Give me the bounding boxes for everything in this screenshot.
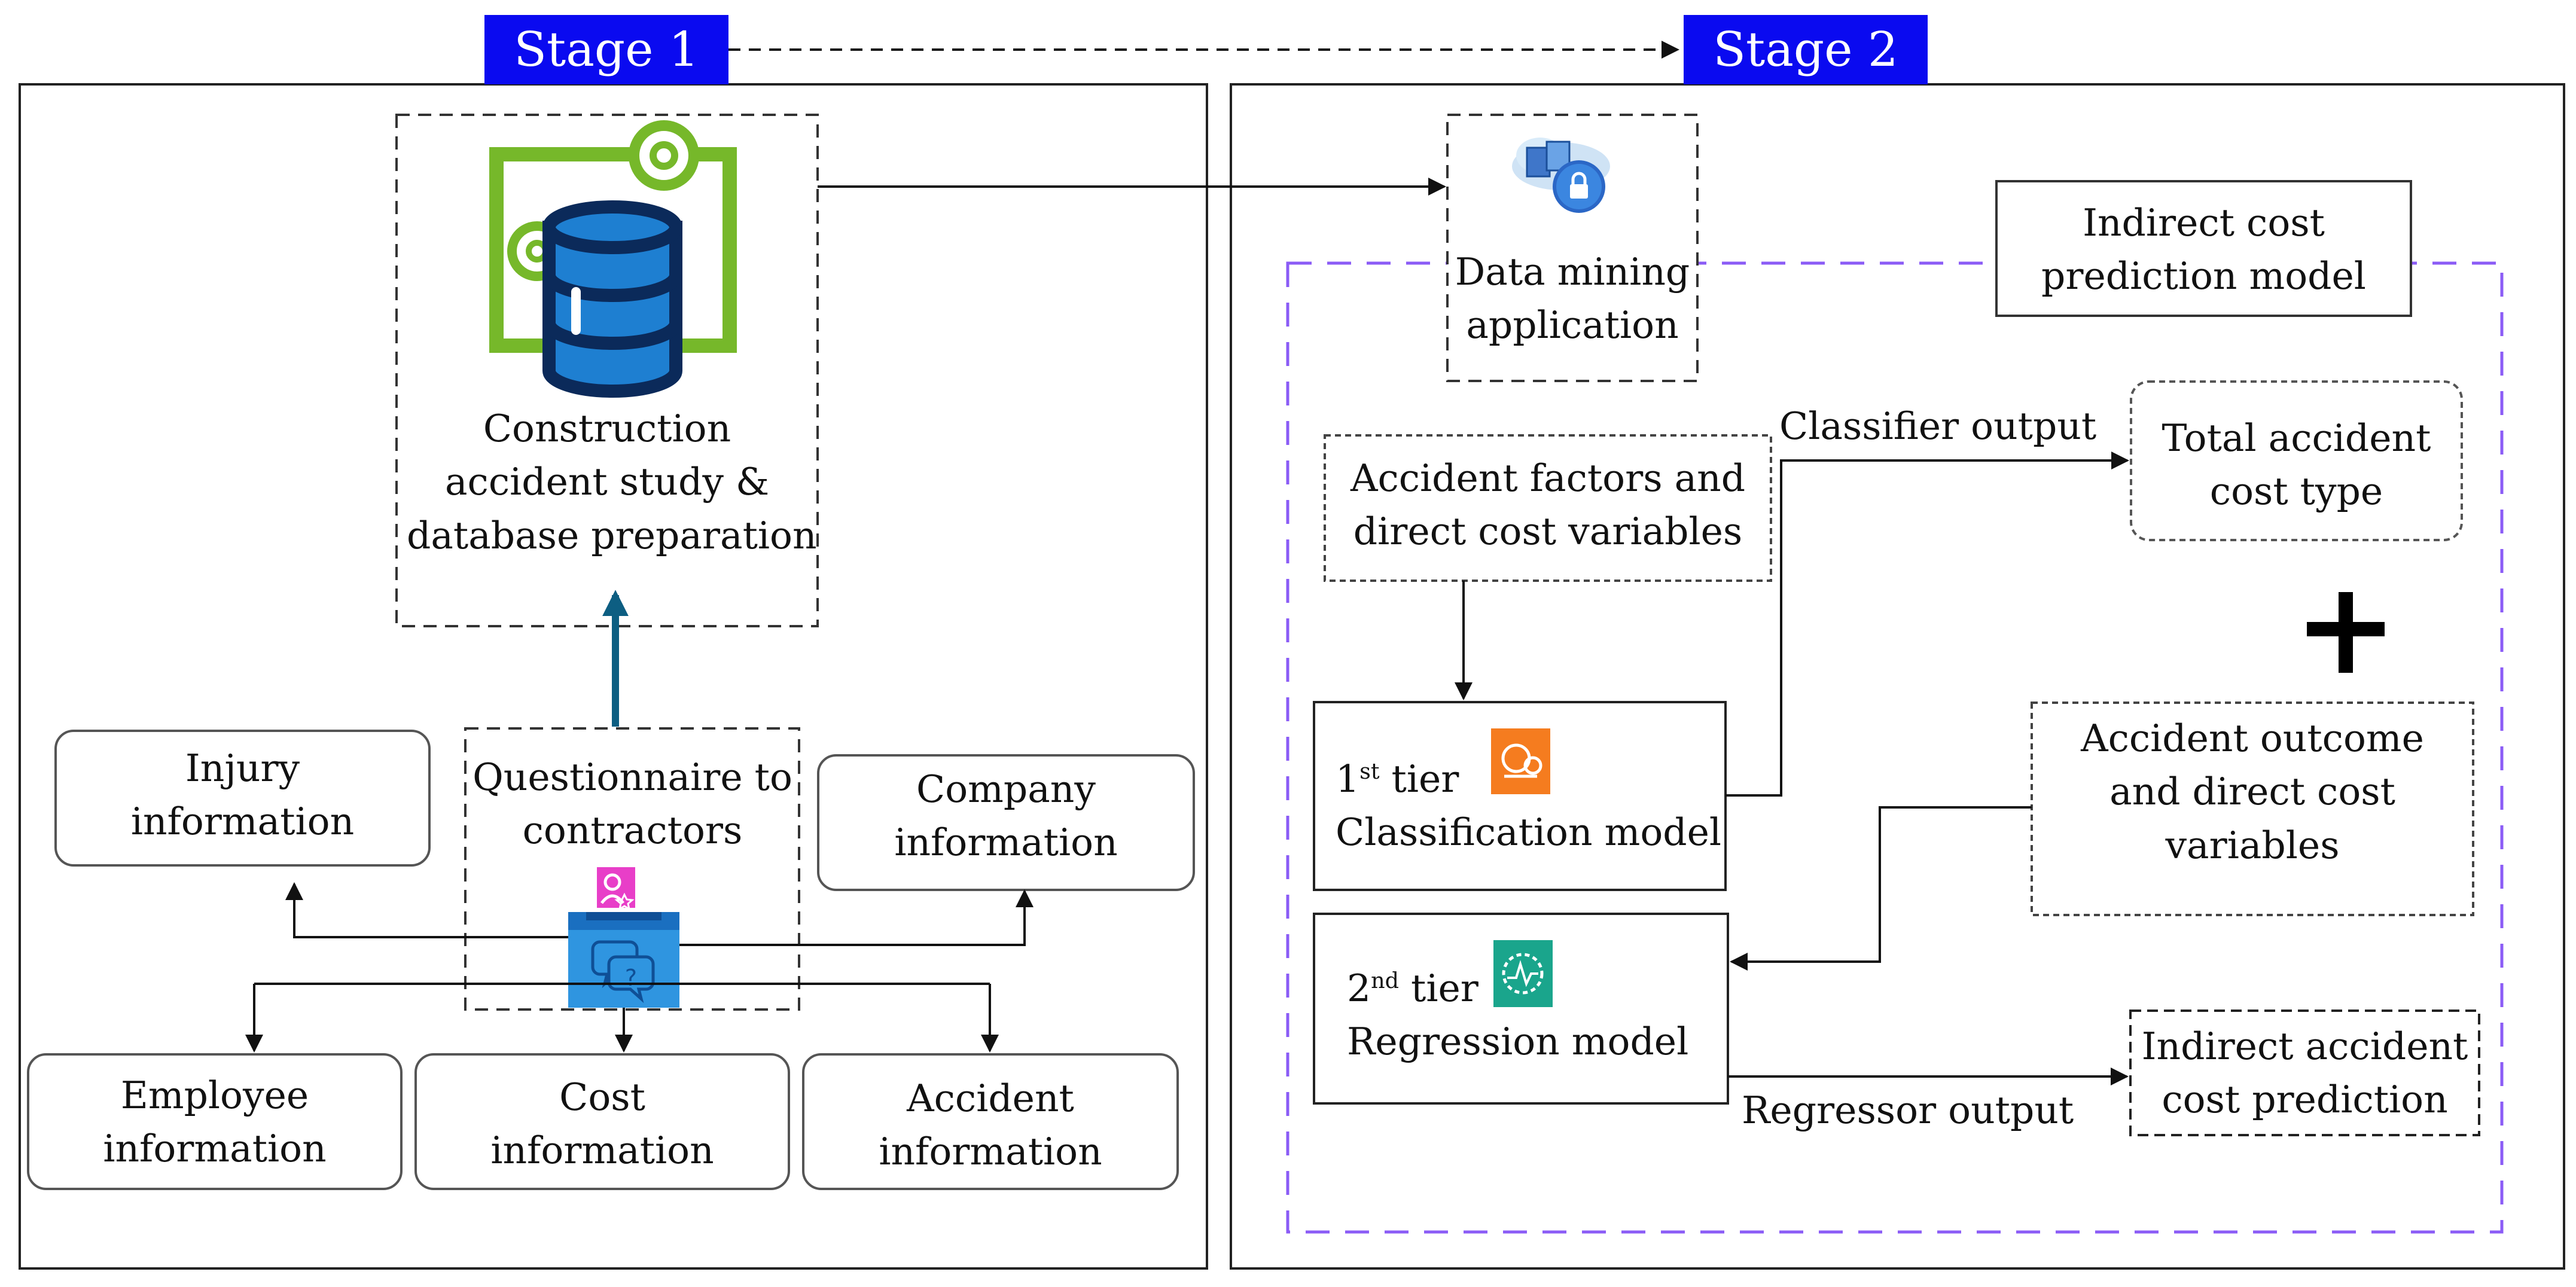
employee-label-line1: Employee	[120, 1073, 309, 1117]
company-label: Company information	[818, 763, 1194, 870]
stage1-banner: Stage 1	[484, 15, 728, 84]
accident-label: Accident information	[803, 1072, 1178, 1179]
company-box	[817, 754, 1195, 891]
outcome-label-line2: and direct cost	[2109, 770, 2395, 814]
injury-box	[54, 730, 431, 867]
tier1-label: 1st tier Classification model	[1336, 752, 1722, 859]
company-label-line2: information	[894, 821, 1118, 865]
factors-label: Accident factors and direct cost variabl…	[1325, 452, 1771, 559]
svg-text:?: ?	[625, 965, 637, 991]
cost-label-line2: information	[490, 1129, 714, 1173]
classifier-output-label: Classifier output	[1779, 399, 2097, 453]
total-cost-box	[2130, 380, 2463, 541]
database-label-line2: accident study &	[444, 460, 770, 504]
indirect-model-label-line1: Indirect cost	[2083, 201, 2325, 245]
regression-icon	[1493, 940, 1553, 1007]
injury-label: Injury information	[56, 742, 429, 849]
to-company-arrow	[679, 889, 1034, 946]
ballot-box-icon: ?	[568, 867, 679, 1008]
tier2-label-line1: 2nd tier	[1347, 962, 1706, 1015]
data-mining-label: Data mining application	[1447, 245, 1697, 352]
accident-box	[802, 1053, 1179, 1190]
tier2-suffix: nd	[1371, 968, 1400, 993]
total-cost-label-line1: Total accident	[2162, 416, 2431, 460]
employee-label-line2: information	[103, 1127, 327, 1171]
tier1-number: 1	[1336, 757, 1360, 801]
outcome-label-line1: Accident outcome	[2081, 716, 2424, 760]
to-injury-arrow	[285, 882, 568, 938]
cost-label: Cost information	[416, 1071, 789, 1178]
stage1-panel	[19, 83, 1208, 1270]
employee-label: Employee information	[28, 1069, 401, 1176]
tier2-word: tier	[1399, 966, 1478, 1010]
data-mining-label-line1: Data mining	[1455, 250, 1690, 294]
outcome-label-line3: variables	[2165, 823, 2340, 867]
plus-sign	[2307, 592, 2385, 673]
stage2-panel	[1230, 83, 2565, 1270]
company-label-line1: Company	[916, 767, 1096, 811]
outcome-box	[2031, 702, 2474, 916]
database-label-line3: database preparation	[407, 513, 817, 557]
data-mining-icon	[1512, 138, 1610, 213]
factors-box	[1324, 434, 1772, 582]
database-label-line1: Construction	[483, 407, 731, 450]
accident-label-line1: Accident	[907, 1076, 1074, 1120]
questionnaire-box	[464, 727, 800, 1011]
prediction-label-line2: cost prediction	[2162, 1078, 2448, 1122]
employee-box	[27, 1053, 403, 1190]
tier2-model: Regression model	[1347, 1020, 1689, 1064]
indirect-model-label-line2: prediction model	[2041, 254, 2366, 298]
questionnaire-label: Questionnaire to contractors	[472, 751, 792, 858]
tier1-model: Classification model	[1336, 810, 1722, 855]
indirect-model-region	[1286, 261, 2504, 1234]
prediction-label-line1: Indirect accident	[2141, 1024, 2468, 1068]
database-icon	[489, 120, 737, 398]
factors-label-line1: Accident factors and	[1350, 456, 1746, 500]
injury-label-line1: Injury	[185, 746, 300, 790]
stage2-banner: Stage 2	[1684, 15, 1928, 84]
prediction-box	[2129, 1010, 2480, 1136]
database-label: Construction accident study & database p…	[407, 402, 817, 562]
cost-box	[414, 1053, 790, 1190]
factors-label-line2: direct cost variables	[1353, 510, 1743, 554]
accident-label-line2: information	[879, 1130, 1102, 1174]
tier1-word: tier	[1379, 757, 1459, 801]
injury-label-line2: information	[130, 800, 355, 844]
indirect-model-title-box	[1995, 180, 2412, 317]
questionnaire-label-line2: contractors	[522, 809, 743, 853]
data-mining-label-line2: application	[1466, 303, 1679, 347]
prediction-label: Indirect accident cost prediction	[2130, 1020, 2479, 1127]
indirect-model-label: Indirect cost prediction model	[1996, 196, 2411, 303]
cost-label-line1: Cost	[559, 1075, 645, 1119]
tier1-label-line1: 1st tier	[1336, 752, 1694, 806]
outcome-label: Accident outcome and direct cost variabl…	[2032, 712, 2473, 872]
regressor-output-text: Regressor output	[1742, 1088, 2074, 1132]
total-cost-label-line2: cost type	[2209, 469, 2383, 514]
tier1-suffix: st	[1359, 758, 1380, 784]
tier2-label: 2nd tier Regression model	[1347, 962, 1706, 1069]
classifier-output-text: Classifier output	[1779, 404, 2097, 448]
questionnaire-label-line1: Questionnaire to	[472, 755, 792, 799]
regressor-output-label: Regressor output	[1742, 1084, 2074, 1137]
classifier-output-arrow	[1726, 452, 2129, 797]
tier2-number: 2	[1347, 966, 1371, 1010]
classification-icon	[1491, 728, 1550, 794]
total-cost-label: Total accident cost type	[2131, 411, 2462, 519]
database-box	[395, 114, 819, 627]
outcome-to-tier2-arrow	[1730, 806, 2032, 971]
